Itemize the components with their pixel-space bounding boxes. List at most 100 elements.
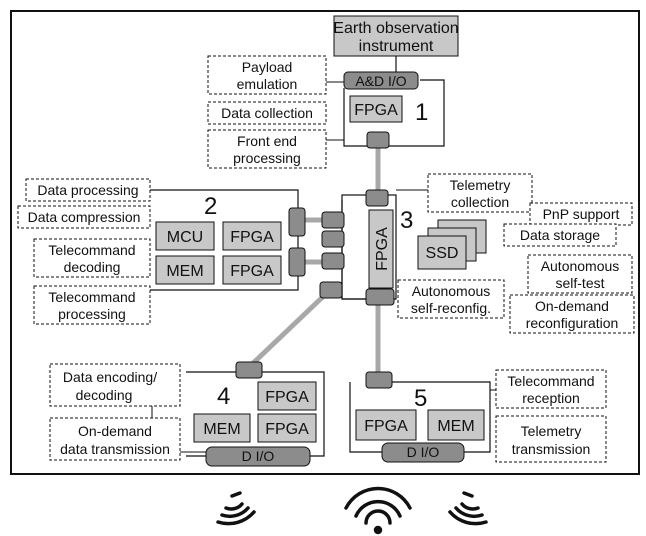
module-2: 2 MCU FPGA MEM FPGA bbox=[150, 189, 306, 291]
telecommand-decoding-line2: decoding bbox=[64, 259, 121, 275]
module-3-connector-1 bbox=[321, 211, 345, 229]
autonomous-self-reconfig-line1: Autonomous bbox=[412, 283, 491, 299]
module-3-ssd-label: SSD bbox=[426, 245, 459, 262]
module-1-fpga-chip bbox=[349, 95, 403, 123]
module-5-number: 5 bbox=[414, 385, 427, 412]
module-4-number: 4 bbox=[217, 383, 230, 410]
module-1-connector-bottom bbox=[366, 131, 390, 149]
module-1-number: 1 bbox=[415, 99, 428, 126]
module-3: FPGA 3 SSD bbox=[319, 189, 487, 306]
on-demand-reconfiguration-line1: On-demand bbox=[535, 298, 609, 314]
module-4: 4 FPGA MEM FPGA D I/O bbox=[186, 361, 325, 467]
data-compression-box bbox=[17, 205, 151, 229]
on-demand-data-transmission-line2: data transmission bbox=[60, 441, 170, 457]
module-1-functions: Payload emulation Data collection Front … bbox=[207, 55, 344, 169]
module-3-connector-top bbox=[365, 189, 389, 207]
data-processing-label: Data processing bbox=[37, 182, 138, 198]
module-2-fpga-bottom-label: FPGA bbox=[230, 263, 274, 280]
module-3-connector-2 bbox=[321, 230, 345, 248]
module-4-functions: Data encoding/ decoding On-demand data t… bbox=[49, 363, 206, 461]
telemetry-transmission-line1: Telemetry bbox=[521, 423, 582, 439]
telecommand-processing-line1: Telecommand bbox=[48, 289, 135, 305]
data-processing-box bbox=[25, 178, 151, 202]
instrument-label-line2: instrument bbox=[359, 38, 434, 55]
module-3-connector-bottom bbox=[365, 288, 395, 306]
module-2-connector-bottom bbox=[288, 247, 306, 277]
front-end-processing-line1: Front end bbox=[237, 133, 297, 149]
module-2-mem-label: MEM bbox=[166, 263, 203, 280]
telemetry-transmission-line2: transmission bbox=[512, 441, 591, 457]
payload-emulation-line1: Payload bbox=[242, 59, 293, 75]
autonomous-self-reconfig-line2: self-reconfig. bbox=[411, 300, 491, 316]
module-2-fpga-top-label: FPGA bbox=[230, 229, 274, 246]
module-5-mem-label: MEM bbox=[437, 418, 474, 435]
autonomous-self-reconfig-box bbox=[397, 279, 505, 319]
telecommand-reception-line1: Telecommand bbox=[507, 373, 594, 389]
module-3-fpga-label: FPGA bbox=[374, 227, 391, 271]
telemetry-collection-line2: collection bbox=[451, 194, 509, 210]
module-4-mem-label: MEM bbox=[203, 421, 240, 438]
data-collection-label: Data collection bbox=[221, 105, 313, 121]
module-2-functions: Data processing Data compression Telecom… bbox=[17, 178, 151, 325]
telemetry-collection-line1: Telemetry bbox=[450, 177, 511, 193]
telemetry-collection-box bbox=[427, 173, 533, 213]
autonomous-self-test-line2: self-test bbox=[555, 275, 604, 291]
module-2-mem-chip bbox=[155, 255, 215, 285]
bus-3-4 bbox=[246, 288, 332, 370]
data-compression-label: Data compression bbox=[28, 209, 141, 225]
on-demand-reconfiguration-line2: reconfiguration bbox=[526, 315, 619, 331]
data-storage-box bbox=[503, 223, 617, 247]
data-storage-label: Data storage bbox=[520, 227, 600, 243]
module-5-connector-top bbox=[365, 371, 393, 389]
module-3-connector-3 bbox=[321, 252, 345, 270]
module-4-connector-top bbox=[235, 361, 263, 379]
module-2-mcu-label: MCU bbox=[167, 229, 203, 246]
module-2-number: 2 bbox=[204, 193, 217, 220]
module-2-board bbox=[150, 189, 299, 291]
module-2-fpga-top-chip bbox=[222, 221, 282, 251]
telecommand-decoding-line1: Telecommand bbox=[48, 242, 135, 258]
autonomous-self-test-box bbox=[527, 254, 633, 294]
module-4-fpga-bottom-chip bbox=[257, 413, 317, 443]
pnp-support-label: PnP support bbox=[543, 206, 620, 222]
telecommand-processing-line2: processing bbox=[58, 306, 126, 322]
data-encoding-decoding-line1: Data encoding/ bbox=[63, 369, 157, 385]
payload-emulation-box bbox=[207, 55, 327, 95]
module-4-fpga-top-label: FPGA bbox=[265, 389, 309, 406]
module-1: Earth observation instrument A&D I/O FPG… bbox=[333, 15, 459, 149]
module-4-fpga-top-chip bbox=[257, 381, 317, 411]
module-2-fpga-bottom-chip bbox=[222, 255, 282, 285]
module-4-mem-chip bbox=[193, 413, 251, 443]
module-4-io-port bbox=[205, 446, 311, 467]
on-demand-data-transmission-box bbox=[49, 417, 181, 461]
system-frame bbox=[10, 10, 640, 475]
payload-emulation-line2: emulation bbox=[237, 76, 298, 92]
module-4-io-label: D I/O bbox=[242, 448, 275, 464]
telecommand-reception-box bbox=[495, 369, 607, 409]
module-5-io-label: D I/O bbox=[407, 444, 440, 460]
module-5: 5 FPGA MEM D I/O bbox=[349, 371, 491, 463]
wifi-icon-right bbox=[448, 491, 488, 526]
module-3-fpga-chip bbox=[368, 209, 394, 289]
telecommand-processing-box bbox=[33, 285, 151, 325]
module-1-board bbox=[343, 79, 445, 147]
wifi-icon-center bbox=[344, 486, 412, 535]
module-1-io-port bbox=[343, 71, 419, 90]
module-2-connector-top bbox=[288, 207, 306, 237]
wifi-icon-left bbox=[216, 491, 256, 526]
module-5-io-port bbox=[381, 442, 465, 463]
front-end-processing-line2: processing bbox=[233, 150, 301, 166]
on-demand-data-transmission-line1: On-demand bbox=[78, 423, 152, 439]
autonomous-self-test-line1: Autonomous bbox=[541, 258, 620, 274]
module-1-io-label: A&D I/O bbox=[355, 73, 406, 89]
module-3-connector-4 bbox=[319, 281, 343, 299]
telemetry-transmission-box bbox=[495, 415, 607, 463]
telecommand-decoding-box bbox=[33, 238, 151, 278]
module-4-fpga-bottom-label: FPGA bbox=[265, 421, 309, 438]
module-5-functions: Telecommand reception Telemetry transmis… bbox=[490, 369, 607, 463]
front-end-processing-box bbox=[207, 129, 327, 169]
on-demand-reconfiguration-box bbox=[509, 294, 635, 334]
instrument-label-line1: Earth observation bbox=[333, 20, 458, 37]
